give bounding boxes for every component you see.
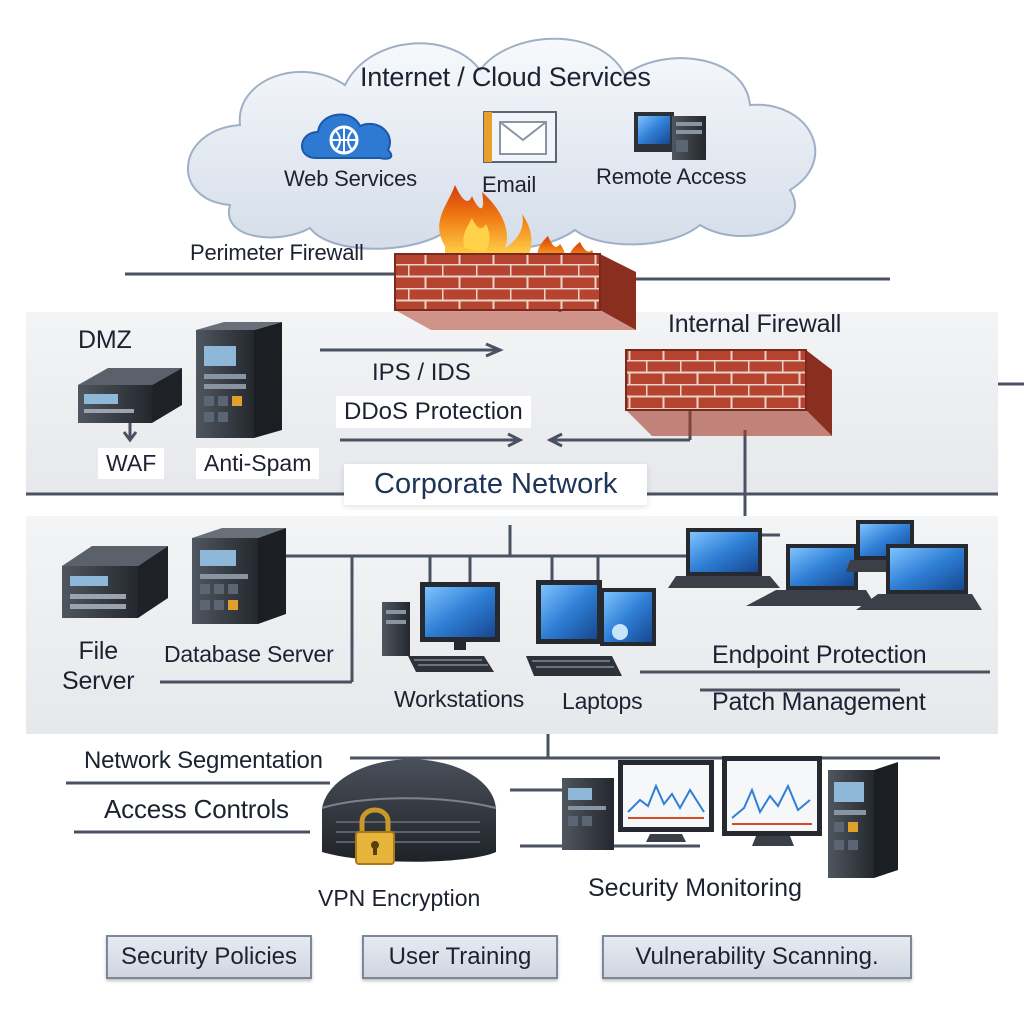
endpoint-laptops [668, 520, 982, 610]
lower-links [66, 756, 940, 848]
workstation-computer [382, 582, 500, 672]
ips-ids-label: IPS / IDS [372, 359, 471, 386]
envelope-icon [483, 111, 557, 163]
laptop-monitors [526, 580, 656, 676]
internal-firewall [625, 349, 832, 436]
laptops-label: Laptops [562, 688, 643, 714]
workstations-label: Workstations [394, 686, 525, 712]
vpn-appliance [321, 759, 497, 862]
security-monitoring-label: Security Monitoring [580, 872, 810, 905]
monitoring-stations [562, 756, 898, 878]
endpoint-protection-label: Endpoint Protection [712, 641, 927, 669]
cloud-globe-icon [301, 113, 393, 160]
corporate-network-title: Corporate Network [344, 464, 648, 505]
file-server-label: File Server [62, 637, 135, 695]
internal-firewall-label: Internal Firewall [668, 310, 842, 338]
anti-spam-label: Anti-Spam [196, 448, 320, 479]
waf-label: WAF [98, 448, 165, 479]
patch-management-label: Patch Management [712, 688, 926, 716]
file-server [62, 546, 168, 618]
perimeter-firewall [394, 185, 636, 330]
dmz-title: DMZ [78, 326, 132, 354]
email-label: Email [482, 172, 537, 197]
vulnerability-scanning-box: Vulnerability Scanning. [602, 935, 912, 979]
access-controls-label: Access Controls [104, 794, 289, 824]
database-server-label: Database Server [164, 641, 334, 667]
web-services-label: Web Services [284, 166, 417, 191]
perimeter-firewall-label: Perimeter Firewall [190, 240, 364, 265]
corporate-links [160, 525, 990, 758]
network-segmentation-label: Network Segmentation [84, 747, 323, 774]
padlock-icon [355, 807, 395, 865]
vpn-encryption-label: VPN Encryption [310, 883, 489, 914]
user-training-box: User Training [362, 935, 558, 979]
security-policies-box: Security Policies [106, 935, 312, 979]
database-server [192, 528, 286, 624]
remote-access-label: Remote Access [596, 164, 747, 189]
waf-appliance [78, 368, 182, 423]
cloud-title: Internet / Cloud Services [360, 62, 651, 92]
computer-icon [634, 112, 706, 160]
ddos-protection-label: DDoS Protection [336, 396, 531, 428]
anti-spam-server [196, 322, 282, 438]
